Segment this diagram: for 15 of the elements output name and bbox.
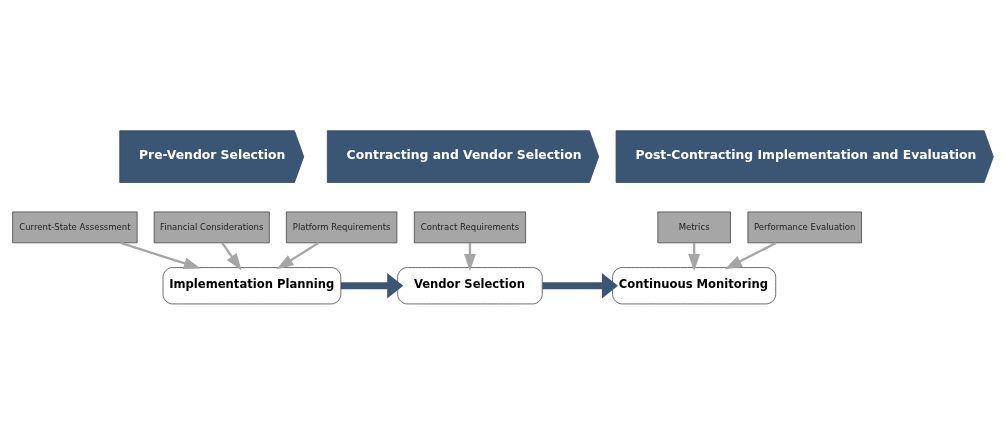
arrow bbox=[542, 272, 618, 298]
arrow bbox=[276, 241, 319, 269]
arrow bbox=[221, 241, 242, 270]
node-box: Platform Requirements bbox=[285, 211, 398, 243]
node-box: Implementation Planning bbox=[162, 266, 342, 304]
node-box: Performance Evaluation bbox=[747, 211, 862, 243]
arrow bbox=[724, 241, 777, 269]
node-box: Contract Requirements bbox=[413, 211, 526, 243]
node-box: Continuous Monitoring bbox=[612, 266, 777, 304]
node-box: Metrics bbox=[657, 211, 731, 243]
node-box: Current-State Assessment bbox=[12, 211, 138, 243]
node-box: Vendor Selection bbox=[397, 266, 543, 304]
arrow bbox=[340, 272, 404, 298]
node-box: Financial Considerations bbox=[153, 211, 270, 243]
arrow bbox=[120, 241, 201, 269]
